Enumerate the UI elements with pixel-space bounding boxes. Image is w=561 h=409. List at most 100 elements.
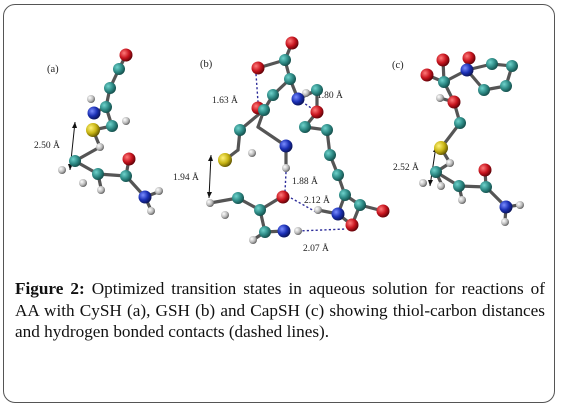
hydrogen-atom [248,149,256,157]
oxygen-atom [251,61,265,75]
figure-caption-label: Figure 2: [15,279,85,298]
carbon-atom [311,84,323,96]
hydrogen-atom [79,179,87,187]
hydrogen-atom [302,89,310,97]
hydrogen-atom [446,159,454,167]
panel-a-atoms [58,48,163,215]
figure-caption: Figure 2: Optimized transition states in… [15,278,545,343]
nitrogen-atom [279,139,293,153]
nitrogen-atom [460,63,474,77]
oxygen-atom [310,105,324,119]
hydrogen-atom [87,95,95,103]
hydrogen-atom [314,206,322,214]
hydrogen-atom [501,218,509,226]
panel-c-label: (c) [392,60,404,71]
carbon-atom [453,180,465,192]
distance-label: 2.52 Å [393,161,419,173]
hydrogen-atom [419,179,427,187]
hydrogen-atom [458,196,466,204]
hydrogen-atom [96,143,104,151]
carbon-atom [438,76,450,88]
carbon-atom [506,60,518,72]
carbon-atom [267,89,279,101]
oxygen-atom [478,163,492,177]
panel-a: (a) 2.50 Å [34,48,163,215]
hydrogen-atom [206,199,214,207]
nitrogen-atom [87,106,101,120]
panel-c-atoms [419,51,524,226]
carbon-atom [339,189,351,201]
hydrogen-atom [437,182,445,190]
distance-label: 1.63 Å [212,94,238,106]
carbon-atom [332,169,344,181]
panel-b: (b) [173,36,390,254]
carbon-atom [69,155,81,167]
carbon-atom [100,101,112,113]
carbon-atom [234,124,246,136]
hydrogen-atom [249,236,257,244]
distance-label: 1.80 Å [317,89,343,101]
panel-b-bonds [208,41,385,242]
carbon-atom [324,149,336,161]
carbon-atom [104,82,116,94]
carbon-atom [500,80,512,92]
nitrogen-atom [499,200,513,214]
hydrogen-atom [58,166,66,174]
distance-label: 1.94 Å [173,171,199,183]
oxygen-atom [122,152,136,166]
distance-label: 1.88 Å [292,175,318,187]
hydrogen-atom [147,207,155,215]
oxygen-atom [462,51,476,65]
hydrogen-atom [97,186,105,194]
nitrogen-atom [138,190,152,204]
panel-a-label: (a) [47,64,59,75]
oxygen-atom [119,48,133,62]
molecular-structures-figure: (a) 2.50 Å [34,36,524,254]
carbon-atom [113,63,125,75]
carbon-atom [430,166,442,178]
carbon-atom [259,226,271,238]
carbon-atom [299,121,311,133]
oxygen-atom [345,218,359,232]
hydrogen-atom [516,201,524,209]
carbon-atom [258,104,270,116]
hydrogen-atom [155,187,163,195]
carbon-atom [284,73,296,85]
distance-arrow-b [208,154,212,199]
nitrogen-atom [277,224,291,238]
carbon-atom [454,117,466,129]
carbon-atom [486,58,498,70]
hydrogen-atom [122,117,130,125]
sulfur-atom [434,141,448,155]
carbon-atom [92,168,104,180]
distance-label: 2.50 Å [34,139,60,151]
panel-b-label: (b) [200,59,213,70]
carbon-atom [354,199,366,211]
oxygen-atom [285,36,299,50]
carbon-atom [254,204,266,216]
sulfur-atom [218,153,232,167]
carbon-atom [279,54,291,66]
oxygen-atom [447,95,461,109]
sulfur-atom [86,123,100,137]
carbon-atom [106,120,118,132]
panel-b-atoms [206,36,390,244]
carbon-atom [478,84,490,96]
figure-caption-text: Optimized transition states in aqueous s… [15,279,545,341]
carbon-atom [120,170,132,182]
distance-arrow-c [429,145,437,187]
panel-c: (c) 2.52 Å [392,51,524,226]
hydrogen-atom [436,94,444,102]
distance-label: 2.12 Å [304,194,330,206]
oxygen-atom [276,190,290,204]
carbon-atom [480,181,492,193]
nitrogen-atom [331,207,345,221]
nitrogen-atom [291,92,305,106]
hydrogen-atom [294,227,302,235]
carbon-atom [232,192,244,204]
carbon-atom [321,124,333,136]
distance-label: 2.07 Å [303,242,329,254]
oxygen-atom [376,204,390,218]
hydrogen-atom [282,164,290,172]
oxygen-atom [436,53,450,67]
